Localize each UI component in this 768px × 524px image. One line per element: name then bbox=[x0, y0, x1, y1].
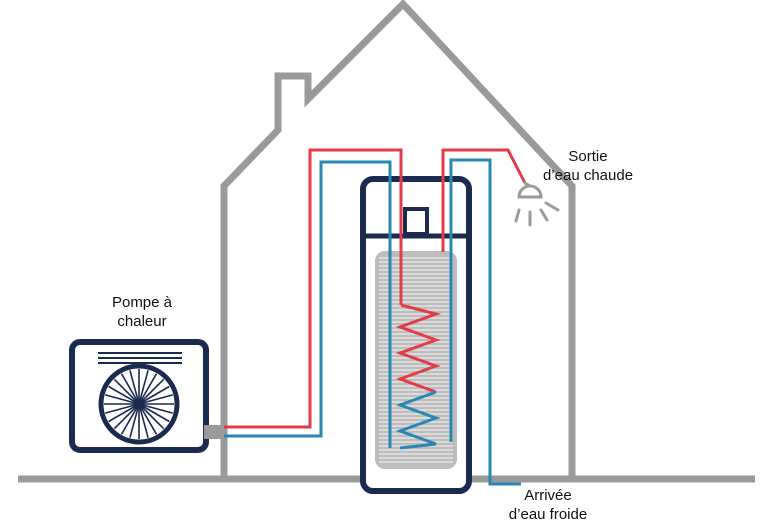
fan-spoke bbox=[138, 403, 165, 430]
fan-spoke bbox=[104, 403, 140, 414]
cold-water-inlet-label: Arrivée d’eau froide bbox=[486, 486, 610, 524]
fan-spoke bbox=[108, 403, 140, 423]
fan-spoke bbox=[138, 394, 174, 405]
fan-spoke bbox=[138, 369, 149, 405]
fan-spoke bbox=[138, 373, 158, 405]
heat-pump-connector bbox=[204, 425, 224, 439]
fan-spoke bbox=[129, 369, 140, 405]
fan-spoke bbox=[138, 378, 165, 405]
house-outline bbox=[220, 0, 576, 479]
fan-spoke bbox=[138, 403, 158, 435]
hot-flow-pipe bbox=[224, 148, 403, 429]
heat-pump-fan-icon bbox=[69, 339, 209, 453]
fan-spoke bbox=[138, 403, 174, 414]
heat-pump-label: Pompe à chaleur bbox=[92, 293, 192, 331]
tank-top-module bbox=[403, 207, 429, 236]
fan-spoke bbox=[108, 385, 140, 405]
hot-water-outlet-label: Sortie d’eau chaude bbox=[526, 147, 650, 185]
condenser-coil-cold bbox=[395, 390, 441, 450]
hot-water-outlet-pipe bbox=[441, 148, 527, 252]
hot-water-outlet-label-line-1: Sortie bbox=[568, 148, 608, 165]
fan-spoke bbox=[120, 403, 140, 435]
fan-spoke bbox=[120, 373, 140, 405]
shower-head-icon bbox=[514, 181, 560, 227]
return-flow-pipe bbox=[224, 160, 392, 448]
fan-spoke bbox=[104, 394, 140, 405]
fan-spoke bbox=[138, 403, 170, 423]
fan-spoke bbox=[113, 378, 140, 405]
cold-water-inlet-pipe bbox=[449, 158, 521, 486]
fan-spoke bbox=[113, 403, 140, 430]
fan-spoke bbox=[138, 385, 170, 405]
cold-water-inlet-label-line-1: Arrivée bbox=[524, 487, 572, 504]
fan-spoke bbox=[129, 403, 140, 439]
condenser-coil-hot bbox=[395, 303, 442, 394]
hot-water-outlet-label-line-2: d’eau chaude bbox=[542, 167, 634, 184]
heat-pump-label-line-1: Pompe à bbox=[111, 294, 173, 311]
cold-water-inlet-label-line-2: d’eau froide bbox=[508, 506, 588, 523]
heat-pump-water-heater-diagram bbox=[18, 0, 755, 494]
diagram-canvas: Pompe à chaleur Sortie d’eau chaude Arri… bbox=[18, 0, 755, 523]
heat-pump-label-line-2: chaleur bbox=[117, 313, 167, 330]
fan-spoke bbox=[138, 403, 149, 439]
